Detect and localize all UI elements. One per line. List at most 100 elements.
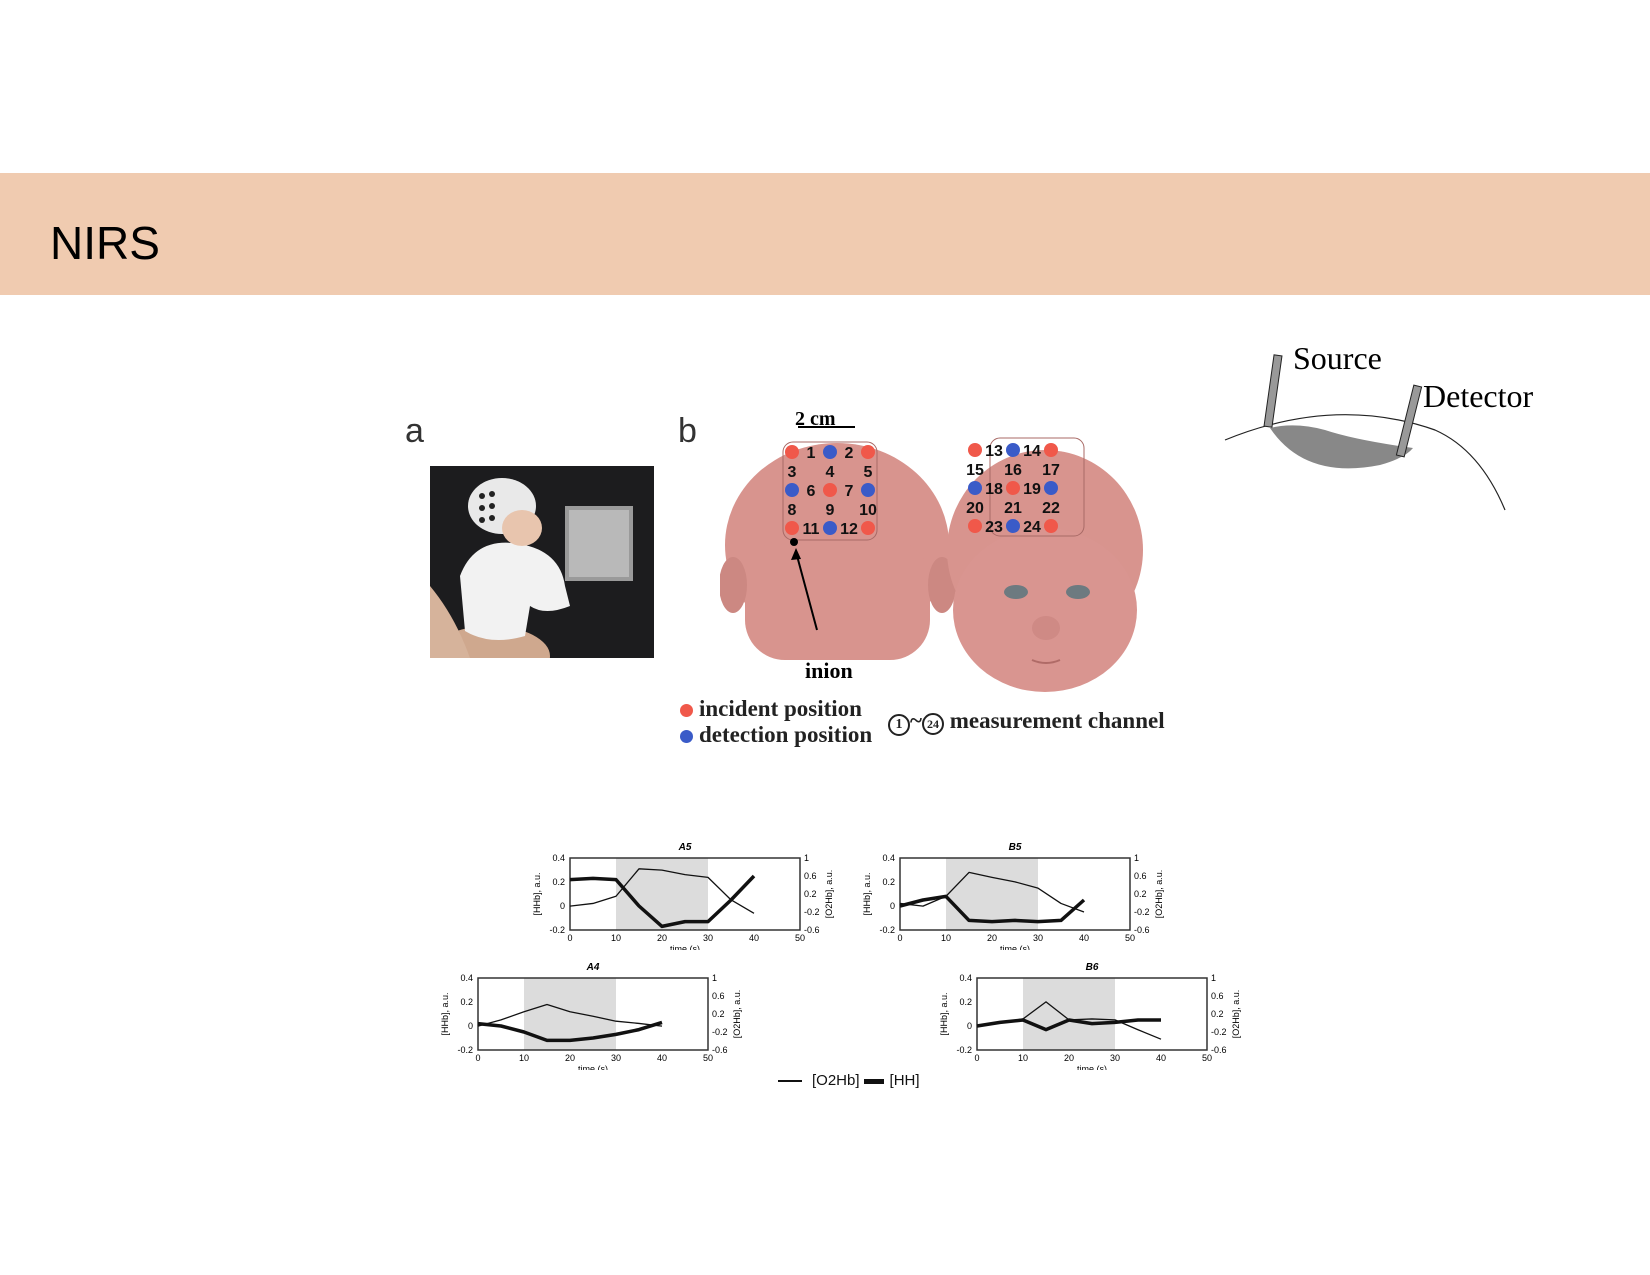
channel-number: 17 — [1042, 462, 1060, 479]
plot-frame — [569, 857, 801, 931]
channel-number: 24 — [1023, 519, 1041, 536]
detection-dot — [1006, 519, 1020, 533]
y-left-tick-label: 0 — [468, 1021, 473, 1031]
channel-number: 16 — [1004, 462, 1022, 479]
x-tick-label: 50 — [703, 1053, 713, 1063]
channel-number: 20 — [966, 500, 984, 517]
y-right-axis-label: [O2Hb], a.u. — [1231, 990, 1241, 1039]
detection-dot — [1006, 443, 1020, 457]
y-right-tick-label: 0.6 — [804, 871, 817, 881]
stimulus-shading — [946, 858, 1038, 930]
channel-number: 18 — [985, 481, 1003, 498]
x-tick-label: 40 — [657, 1053, 667, 1063]
y-left-tick-label: -0.2 — [956, 1045, 972, 1055]
x-tick-label: 50 — [795, 933, 805, 943]
legend-incident: incident position — [680, 696, 862, 722]
channel-number: 4 — [826, 464, 835, 481]
infant-photo — [430, 466, 654, 658]
incident-dot — [785, 445, 799, 459]
y-left-tick-label: -0.2 — [549, 925, 565, 935]
scale-label: 2 cm — [795, 408, 836, 430]
legend-o2hb: [O2Hb] — [812, 1072, 860, 1089]
x-tick-label: 0 — [475, 1053, 480, 1063]
channel-number: 1 — [807, 445, 816, 462]
incident-dot — [861, 521, 875, 535]
y-left-tick-label: -0.2 — [457, 1045, 473, 1055]
hh-series-line — [899, 894, 1086, 924]
channel-end-circle: 24 — [921, 713, 944, 735]
channel-number: 10 — [859, 502, 877, 519]
x-tick-label: 10 — [519, 1053, 529, 1063]
hh-line-icon — [863, 1078, 884, 1084]
source-probe-icon — [1263, 354, 1283, 428]
y-right-tick-label: -0.6 — [1211, 1045, 1227, 1055]
detection-dot — [823, 445, 837, 459]
x-axis-label: time (s) — [1077, 1064, 1107, 1070]
y-right-tick-label: -0.6 — [804, 925, 820, 935]
detection-dot — [785, 483, 799, 497]
source-detector-diagram — [1224, 354, 1506, 511]
legend-channel-text: measurement channel — [949, 708, 1165, 733]
y-right-tick-label: -0.2 — [1211, 1027, 1227, 1037]
chart-title: B6 — [1086, 962, 1099, 973]
o2hb-series-line — [569, 868, 755, 914]
x-tick-label: 20 — [1064, 1053, 1074, 1063]
x-axis-label: time (s) — [670, 944, 700, 950]
y-right-tick-label: 1 — [1134, 853, 1139, 863]
y-right-axis-label: [O2Hb], a.u. — [1154, 870, 1164, 919]
x-tick-label: 40 — [1079, 933, 1089, 943]
y-left-tick-label: 0.4 — [552, 853, 565, 863]
x-axis-label: time (s) — [1000, 944, 1030, 950]
y-left-axis-label: [HHb], a.u. — [862, 872, 872, 915]
y-right-tick-label: -0.2 — [804, 907, 820, 917]
x-tick-label: 20 — [657, 933, 667, 943]
y-left-tick-label: 0 — [967, 1021, 972, 1031]
hh-series-line — [569, 874, 756, 929]
o2hb-line-icon — [778, 1080, 802, 1083]
detection-dot-icon — [680, 730, 693, 744]
channel-number: 9 — [826, 502, 835, 519]
y-left-tick-label: 0 — [890, 901, 895, 911]
plot-frame — [477, 977, 709, 1051]
y-right-tick-label: 0.6 — [712, 991, 725, 1001]
channel-number: 22 — [1042, 500, 1060, 517]
detection-dot — [823, 521, 837, 535]
incident-dot — [823, 483, 837, 497]
y-left-tick-label: 0.2 — [882, 877, 895, 887]
legend-detection-text: detection position — [699, 722, 873, 747]
panel-b-label: b — [678, 412, 697, 450]
channel-number: 23 — [985, 519, 1003, 536]
source-label: Source — [1293, 340, 1382, 376]
y-left-axis-label: [HHb], a.u. — [532, 872, 542, 915]
incident-dot — [785, 521, 799, 535]
channel-number: 13 — [985, 443, 1003, 460]
incident-dot — [968, 443, 982, 457]
y-left-tick-label: 0.2 — [460, 997, 473, 1007]
detector-label: Detector — [1423, 378, 1534, 414]
channel-number: 5 — [864, 464, 873, 481]
y-left-axis-label: [HHb], a.u. — [939, 992, 949, 1035]
legend-incident-text: incident position — [699, 696, 862, 721]
stimulus-shading — [1023, 978, 1115, 1050]
y-right-axis-label: [O2Hb], a.u. — [732, 990, 742, 1039]
x-tick-label: 20 — [565, 1053, 575, 1063]
hh-series-line — [477, 1020, 663, 1043]
legend-channel: 1~24 measurement channel — [888, 708, 1165, 736]
legend-detection: detection position — [680, 722, 872, 748]
channel-number: 21 — [1004, 500, 1022, 517]
y-right-tick-label: 0.6 — [1211, 991, 1224, 1001]
x-tick-label: 0 — [567, 933, 572, 943]
detection-dot — [861, 483, 875, 497]
o2hb-series-line — [477, 1003, 663, 1027]
channel-number: 11 — [803, 521, 820, 538]
chart-title: A4 — [586, 962, 600, 973]
o2hb-series-line — [899, 871, 1085, 913]
detector-probe-icon — [1395, 384, 1423, 458]
y-right-tick-label: -0.6 — [712, 1045, 728, 1055]
hh-series-line — [976, 1018, 1161, 1032]
